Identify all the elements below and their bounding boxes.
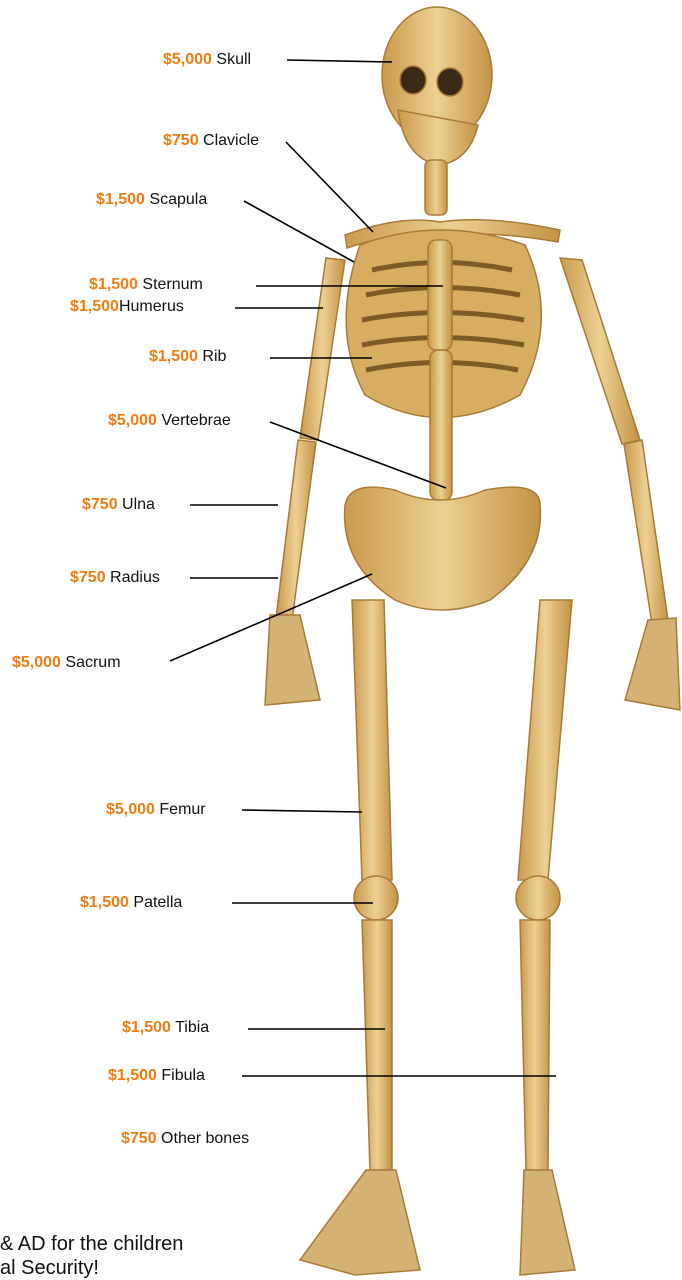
- skull-price: $5,000: [163, 51, 212, 68]
- label-tibia: $1,500 Tibia: [122, 1019, 209, 1037]
- label-clavicle: $750 Clavicle: [163, 132, 259, 150]
- clavicle-leader: [286, 142, 373, 232]
- label-other-bones: $750 Other bones: [121, 1130, 249, 1148]
- left-forearm: [276, 440, 316, 620]
- sternum-price: $1,500: [89, 276, 138, 293]
- bones: [265, 7, 680, 1275]
- left-foot: [300, 1170, 420, 1275]
- label-humerus: $1,500Humerus: [70, 298, 184, 316]
- femur-leader: [242, 810, 362, 812]
- radius-name: Radius: [110, 569, 160, 586]
- other-bones-name: Other bones: [161, 1130, 249, 1147]
- femur-name: Femur: [159, 801, 205, 818]
- footer-line-2: al Security!: [0, 1256, 183, 1280]
- left-hand: [265, 615, 320, 705]
- label-ulna: $750 Ulna: [82, 496, 155, 514]
- scapula-leader: [244, 201, 354, 262]
- label-sacrum: $5,000 Sacrum: [12, 654, 121, 672]
- vertebrae-name: Vertebrae: [161, 412, 230, 429]
- right-femur: [518, 600, 572, 880]
- label-scapula: $1,500 Scapula: [96, 191, 207, 209]
- right-humerus: [560, 258, 640, 444]
- radius-price: $750: [70, 569, 106, 586]
- label-skull: $5,000 Skull: [163, 51, 251, 69]
- label-rib: $1,500 Rib: [149, 348, 226, 366]
- scapula-name: Scapula: [149, 191, 207, 208]
- left-patella: [354, 876, 398, 920]
- left-tibia: [362, 920, 392, 1170]
- right-forearm: [624, 440, 668, 624]
- label-fibula: $1,500 Fibula: [108, 1067, 205, 1085]
- sacrum-name: Sacrum: [65, 654, 120, 671]
- ulna-price: $750: [82, 496, 118, 513]
- sternum-name: Sternum: [142, 276, 202, 293]
- humerus-price: $1,500: [70, 298, 119, 315]
- right-patella: [516, 876, 560, 920]
- clavicle-price: $750: [163, 132, 199, 149]
- footer-line-1: & AD for the children: [0, 1232, 183, 1256]
- label-vertebrae: $5,000 Vertebrae: [108, 412, 231, 430]
- footer-caption: & AD for the children al Security!: [0, 1232, 183, 1280]
- fibula-price: $1,500: [108, 1067, 157, 1084]
- patella-price: $1,500: [80, 894, 129, 911]
- rib-name: Rib: [202, 348, 226, 365]
- label-radius: $750 Radius: [70, 569, 160, 587]
- spine-shape: [430, 350, 452, 500]
- scapula-price: $1,500: [96, 191, 145, 208]
- label-patella: $1,500 Patella: [80, 894, 182, 912]
- right-foot: [520, 1170, 575, 1275]
- clavicle-name: Clavicle: [203, 132, 259, 149]
- pelvis-shape: [345, 487, 541, 610]
- skull-leader: [287, 60, 392, 62]
- right-hand: [625, 618, 680, 710]
- sacrum-price: $5,000: [12, 654, 61, 671]
- label-sternum: $1,500 Sternum: [89, 276, 203, 294]
- left-femur: [352, 600, 392, 880]
- humerus-name: Humerus: [119, 298, 184, 315]
- other-bones-price: $750: [121, 1130, 157, 1147]
- patella-name: Patella: [133, 894, 182, 911]
- tibia-price: $1,500: [122, 1019, 171, 1036]
- femur-price: $5,000: [106, 801, 155, 818]
- sternum-shape: [428, 240, 452, 350]
- right-tibia: [520, 920, 550, 1170]
- ulna-name: Ulna: [122, 496, 155, 513]
- tibia-name: Tibia: [175, 1019, 209, 1036]
- fibula-name: Fibula: [161, 1067, 205, 1084]
- label-femur: $5,000 Femur: [106, 801, 206, 819]
- vertebrae-price: $5,000: [108, 412, 157, 429]
- skull-name: Skull: [216, 51, 251, 68]
- rib-price: $1,500: [149, 348, 198, 365]
